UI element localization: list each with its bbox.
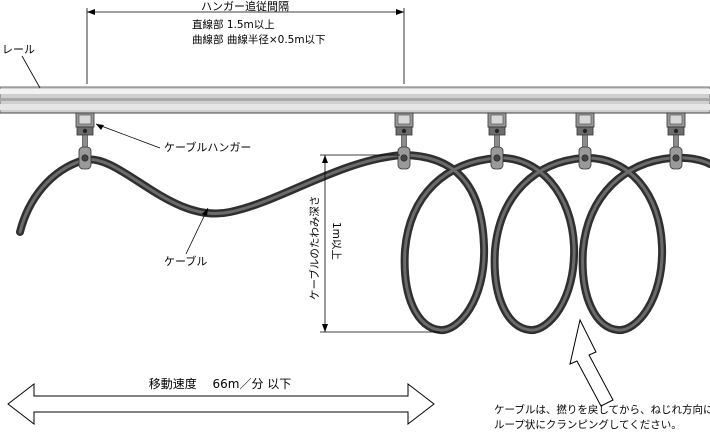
cable-hanger-icon [575,112,595,170]
rail-leader [21,55,41,89]
cable-hanger-label: ケーブルハンガー [164,140,251,154]
cable-hanger-leader [95,123,161,149]
cable-hanger-icon [666,112,686,170]
up-arrow-icon [569,318,614,407]
hanger-spacing-label: ハンガー追従間隔 [201,0,289,13]
rail-label: レール [2,43,35,56]
sag-depth-value: 1m以上 [330,222,342,260]
curved-section-label: 曲線部 曲線半径×0.5m以下 [192,33,326,46]
rail [0,86,710,114]
travel-speed-label: 移動速度 66m／分 以下 [149,376,292,391]
cable [16,151,710,334]
cable-label: ケーブル [164,254,207,268]
double-arrow-icon [7,382,435,426]
sag-depth-label: ケーブルのたわみ深さ [308,196,321,300]
sag-depth-dimension [320,154,440,333]
hanger-spacing-dimension [86,8,405,84]
straight-section-label: 直線部 1.5m以上 [192,18,275,31]
cable-hanger-icon [75,112,95,170]
cable-hanger-icon [487,112,507,170]
note-line-1: ケーブルは、撚りを戻してから、ねじれ方向に [494,403,710,416]
cable-hanger-icon [394,112,414,170]
note-line-2: ループ状にクランピングしてください。 [494,418,682,431]
cable-leader [185,207,209,255]
